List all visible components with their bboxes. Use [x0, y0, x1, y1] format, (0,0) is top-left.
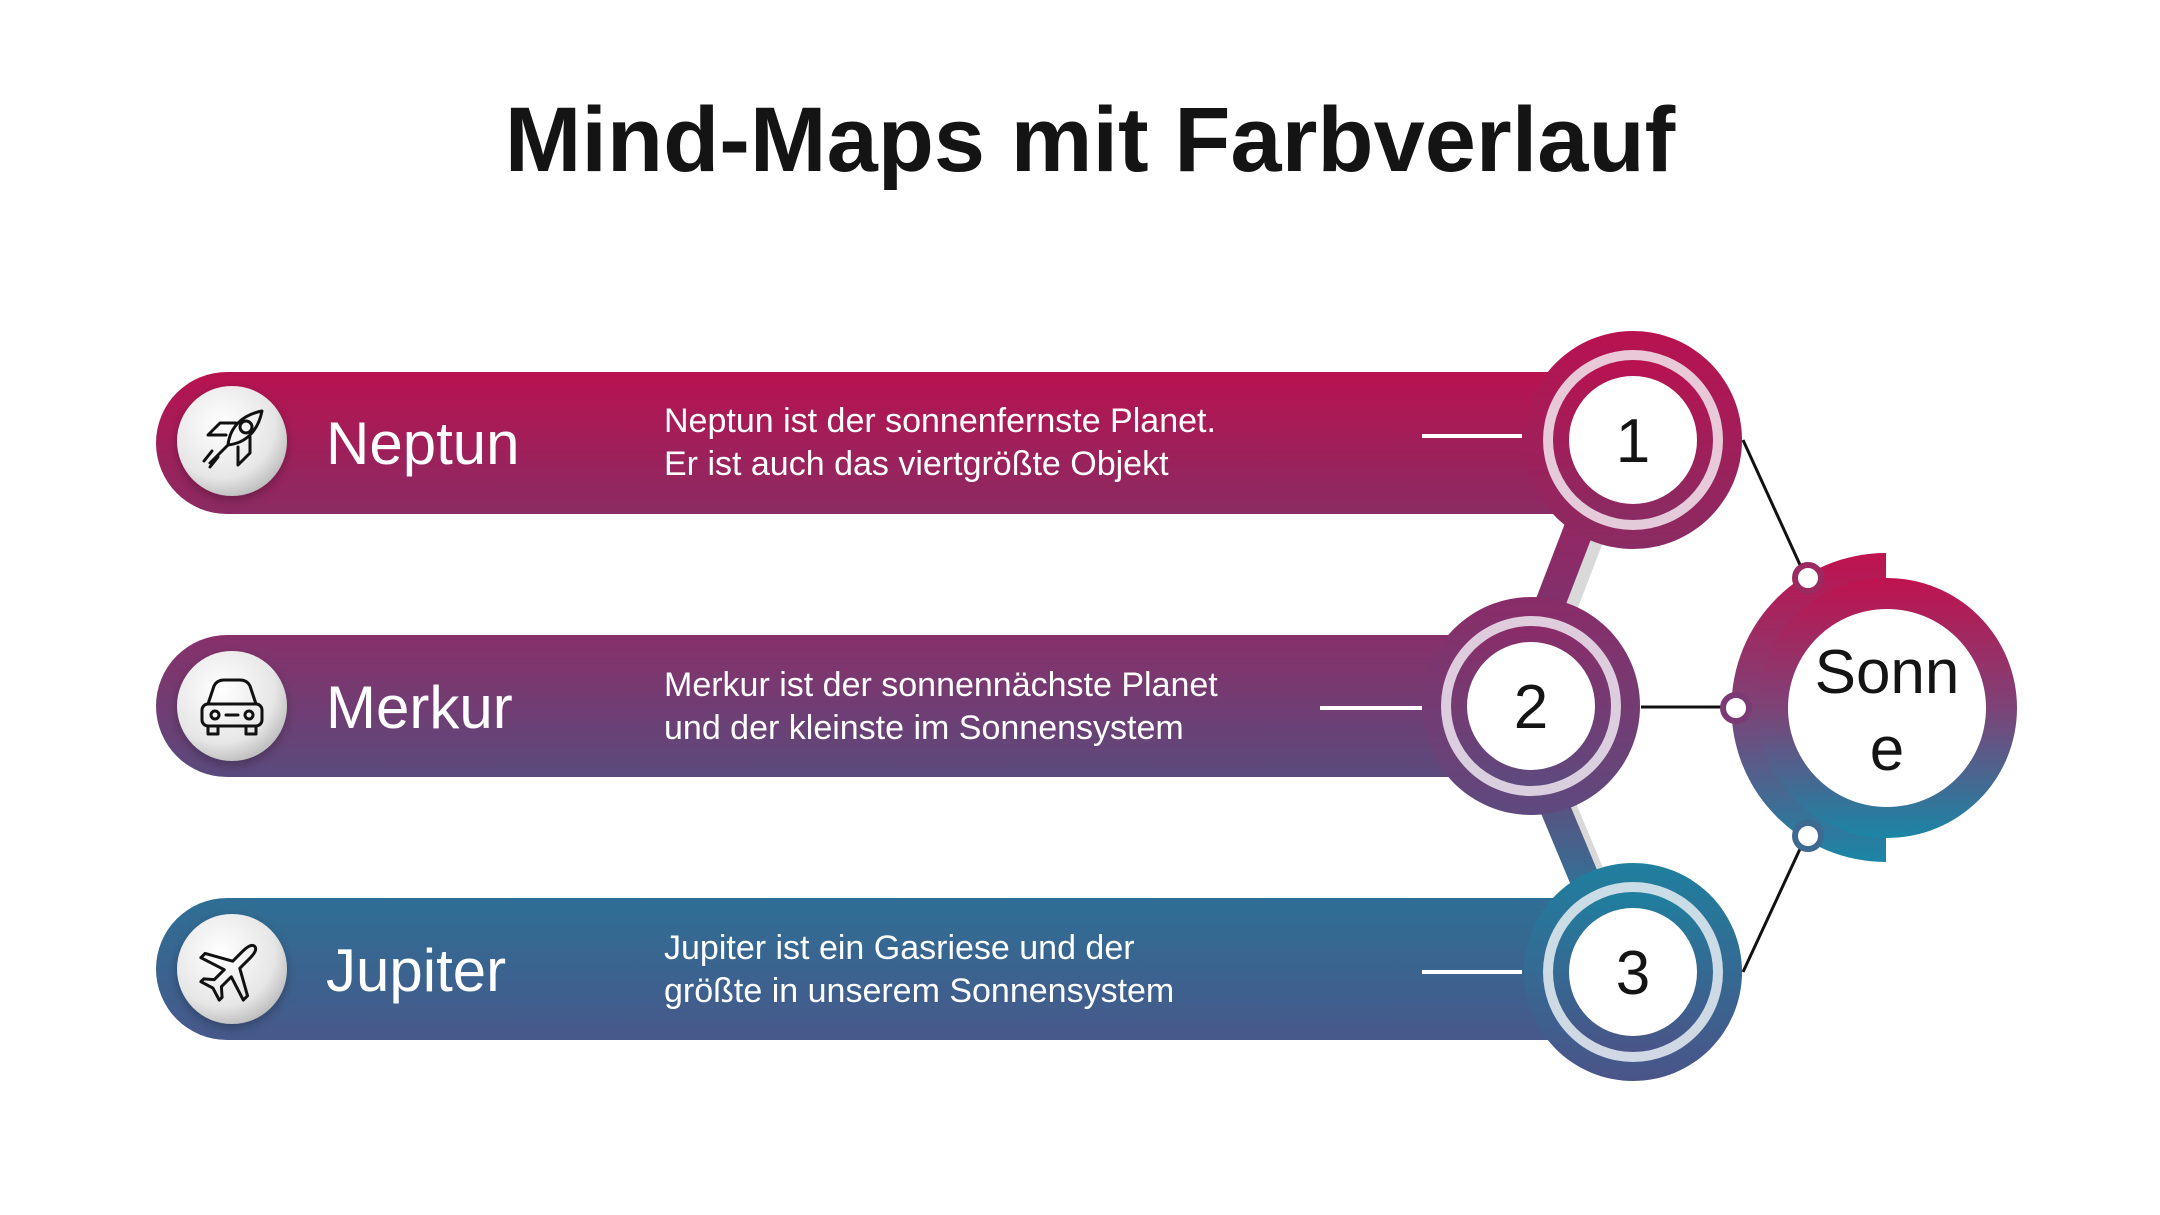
row-desc-jupiter-line1: Jupiter ist ein Gasriese und der — [664, 929, 1135, 967]
row-neptun — [156, 372, 1636, 514]
icon-disc-jupiter — [177, 914, 287, 1024]
icon-disc-merkur — [177, 651, 287, 761]
number-3: 3 — [1616, 939, 1650, 1008]
anchor-dot-2 — [1720, 692, 1752, 724]
row-desc-neptun-line1: Neptun ist der sonnenfernste Planet. — [664, 402, 1216, 440]
link-3-center — [1741, 835, 1808, 973]
number-1: 1 — [1616, 407, 1650, 476]
row-jupiter — [156, 898, 1636, 1040]
row-desc-merkur-line1: Merkur ist der sonnennächste Planet — [664, 666, 1218, 704]
airplane-icon — [199, 943, 258, 1002]
bar-jupiter — [156, 898, 1636, 1040]
row-title-neptun: Neptun — [326, 410, 519, 477]
number-node-1: 1 — [1524, 331, 1742, 549]
icon-disc-neptun — [177, 386, 287, 496]
number-node-2: 2 — [1422, 597, 1640, 815]
anchor-dot-3 — [1792, 820, 1824, 852]
row-desc-neptun-line2: Er ist auch das viertgrößte Objekt — [664, 445, 1169, 483]
row-merkur — [156, 635, 1536, 777]
row-title-jupiter: Jupiter — [326, 937, 506, 1004]
row-desc-merkur-line2: und der kleinste im Sonnensystem — [664, 709, 1184, 747]
page-title: Mind-Maps mit Farbverlauf — [504, 89, 1676, 191]
bar-merkur — [156, 635, 1536, 777]
center-node: Sonn e — [1720, 552, 2017, 862]
center-label-line2: e — [1870, 715, 1904, 784]
link-1-center — [1741, 439, 1808, 579]
anchor-dot-1 — [1792, 562, 1824, 594]
row-desc-jupiter-line2: größte in unserem Sonnensystem — [664, 972, 1174, 1010]
rocket-icon — [202, 409, 264, 469]
number-2: 2 — [1514, 673, 1548, 742]
row-title-merkur: Merkur — [326, 674, 513, 741]
bar-neptun — [156, 372, 1636, 514]
number-node-3: 3 — [1524, 863, 1742, 1081]
center-label-line1: Sonn — [1815, 638, 1960, 707]
car-icon — [200, 678, 264, 736]
